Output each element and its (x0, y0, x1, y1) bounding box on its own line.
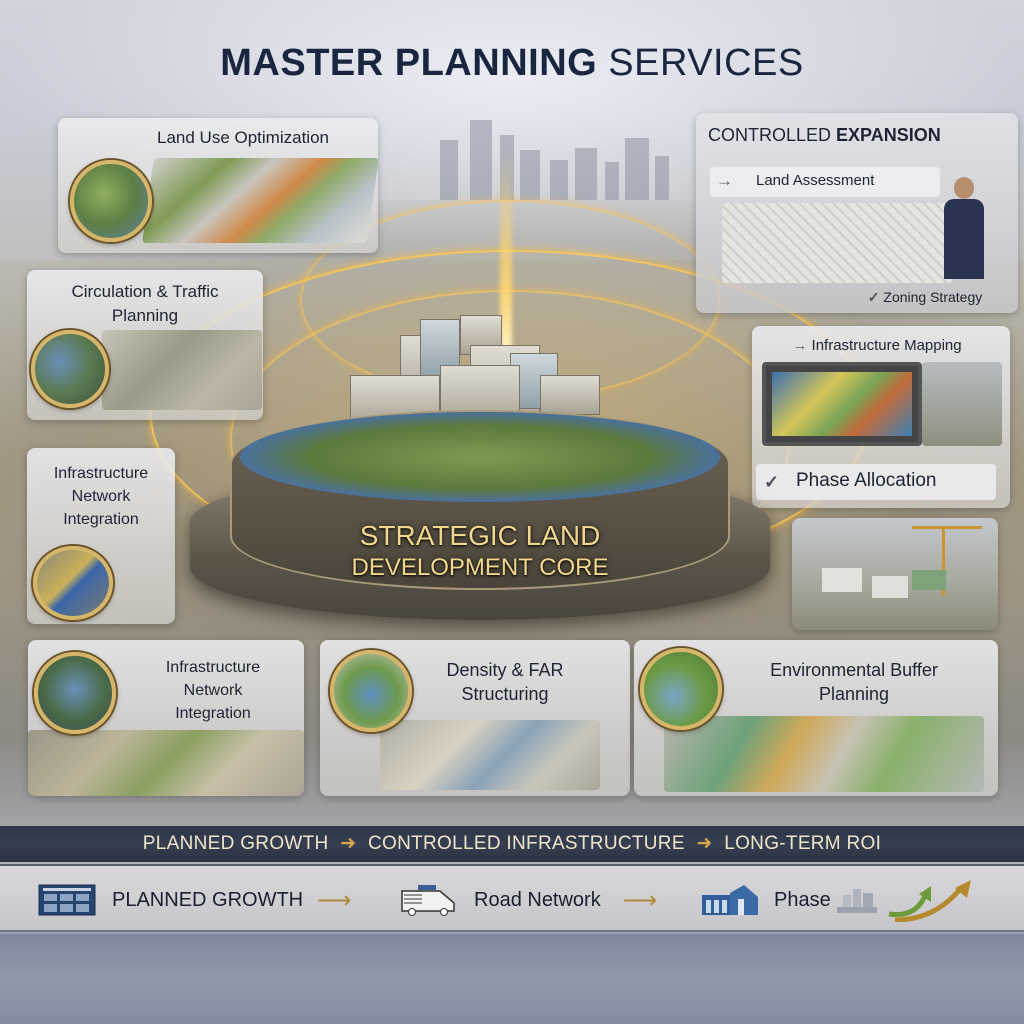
land-use-map-icon (70, 160, 152, 242)
flow-item-road-network: Road Network ⟶ (400, 866, 657, 934)
density-building-image (380, 720, 600, 790)
traffic-map-icon (31, 330, 109, 408)
crane-icon (942, 526, 945, 596)
panel-infrastructure-mapping: → Infrastructure Mapping ✓ Phase Allocat… (752, 326, 1010, 508)
card-environmental-buffer-planning[interactable]: Environmental Buffer Planning (634, 640, 998, 796)
arrow-right-icon: → (792, 337, 808, 354)
city-skyline (400, 110, 700, 200)
tagline-text: PLANNED GROWTH ➜ CONTROLLED INFRASTRUCTU… (142, 833, 882, 854)
flow-item-planned-growth: PLANNED GROWTH ⟶ (38, 866, 352, 934)
core-subtitle: DEVELOPMENT CORE (351, 554, 609, 581)
light-beam (500, 150, 512, 350)
arrow-right-icon: ⟶ (317, 886, 352, 914)
arrow-right-icon: → (716, 171, 733, 190)
flow-bar: PLANNED GROWTH ⟶ Road Network ⟶ Phase (0, 864, 1024, 932)
panel-controlled-expansion: CONTROLLED EXPANSION → Land Assessment ✓… (696, 113, 1018, 313)
buffer-zones-image (664, 716, 984, 792)
card-density-far-structuring[interactable]: Density & FAR Structuring (320, 640, 630, 796)
monitor-map-image (762, 362, 922, 446)
tagline-bar (0, 826, 1024, 862)
grid-plan-icon (38, 884, 96, 916)
card-infrastructure-network-integration[interactable]: Infrastructure Network Integration (27, 448, 175, 624)
item-infrastructure-mapping[interactable]: → Infrastructure Mapping (792, 337, 962, 354)
blueprint-image (722, 203, 952, 283)
controlled-expansion-heading: CONTROLLED EXPANSION (708, 125, 941, 145)
landscape-model (240, 412, 720, 502)
item-land-assessment[interactable]: → Land Assessment (710, 167, 940, 197)
card-circulation-traffic-planning[interactable]: Circulation & Traffic Planning (27, 270, 263, 420)
city-view-image (922, 362, 1002, 446)
land-use-map-image (142, 158, 378, 243)
infrastructure-thumb-icon (34, 652, 116, 734)
checkmark-icon: ✓ (764, 472, 780, 492)
environment-thumb-icon (640, 648, 722, 730)
card-land-use-optimization[interactable]: Land Use Optimization (58, 118, 378, 253)
bottom-background (0, 934, 1024, 1024)
card-infrastructure-network-integration-2[interactable]: Infrastructure Network Integration (28, 640, 304, 796)
density-thumb-icon (330, 650, 412, 732)
arrow-right-icon: ➜ (340, 833, 357, 854)
strategic-land-development-core: STRATEGIC LAND DEVELOPMENT CORE (190, 410, 770, 620)
phase-blocks-icon (836, 889, 877, 913)
page-title: MASTER PLANNING SERVICES (220, 42, 804, 84)
growth-arrow-icon (888, 880, 971, 922)
checkmark-icon: ✓ (867, 289, 880, 305)
item-phase-allocation[interactable]: ✓ Phase Allocation (756, 464, 996, 500)
arrow-right-icon: ⟶ (622, 886, 658, 914)
item-zoning-strategy[interactable]: ✓ Zoning Strategy (867, 289, 983, 305)
buildings-icon (702, 885, 758, 915)
core-title: STRATEGIC LAND (359, 520, 601, 551)
planner-person-image (944, 177, 984, 297)
pipeline-icon (33, 546, 113, 620)
flow-item-phase: Phase (700, 866, 975, 934)
arrow-right-icon: ➜ (696, 833, 713, 854)
construction-site-image (792, 518, 998, 630)
road-network-image (28, 730, 304, 796)
traffic-map-image (102, 330, 262, 410)
vehicle-icon (401, 885, 455, 916)
